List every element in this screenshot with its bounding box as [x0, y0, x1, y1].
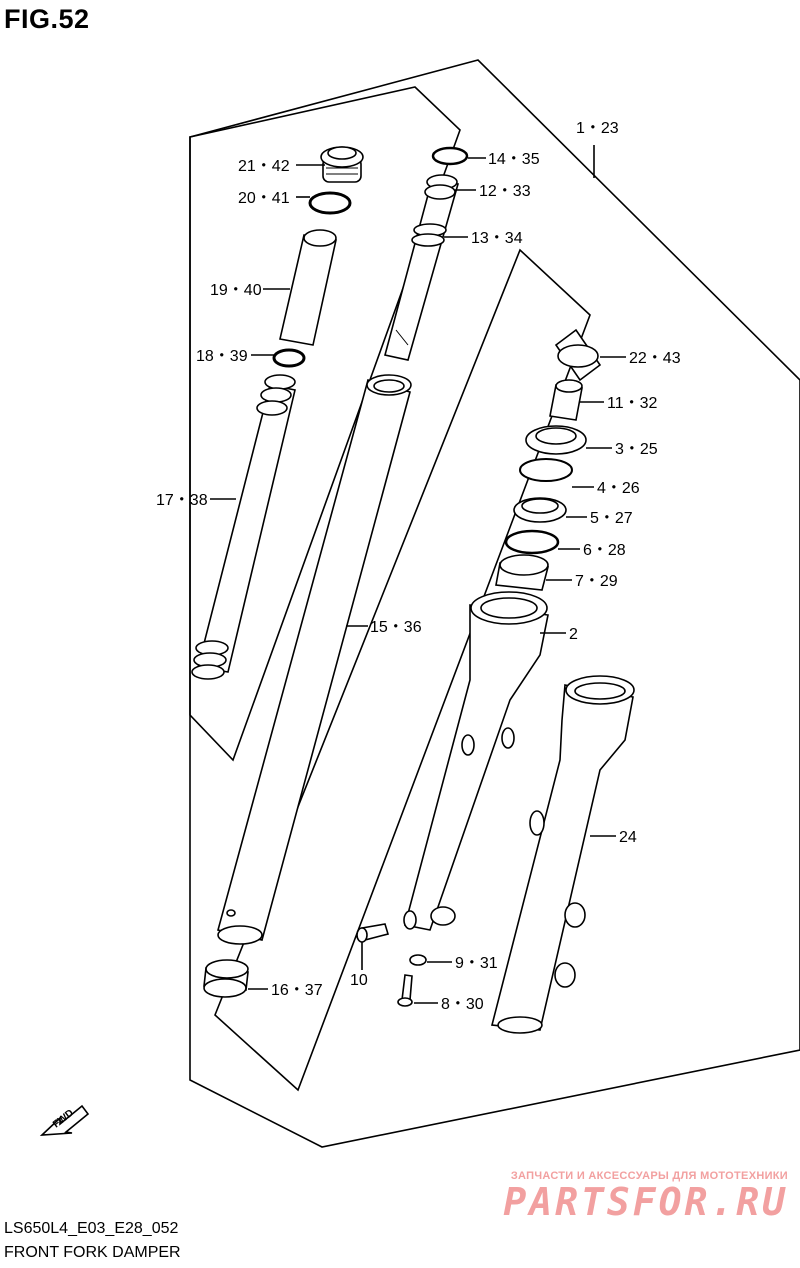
callout-6: 6・28 — [583, 542, 626, 559]
callout-3: 3・25 — [615, 441, 658, 458]
callout-21: 21・42 — [238, 158, 290, 175]
oil-seal-part — [513, 497, 567, 523]
outer-tube-part — [403, 591, 549, 931]
fork-spring-part — [191, 374, 296, 680]
assembly-outline — [189, 59, 800, 1148]
damper-rod-part — [384, 174, 460, 361]
drain-bolt-part — [356, 923, 390, 943]
diagram-name: FRONT FORK DAMPER — [4, 1244, 181, 1261]
callout-19: 19・40 — [210, 282, 262, 299]
gasket-part — [409, 954, 427, 966]
callout-10: 10 — [350, 972, 368, 989]
circlip-part — [519, 458, 573, 482]
callout-15: 15・36 — [370, 619, 422, 636]
callout-4: 4・26 — [597, 480, 640, 497]
callout-1: 1・23 — [576, 120, 619, 137]
callout-16: 16・37 — [271, 982, 323, 999]
watermark-tagline: ЗАПЧАСТИ И АКСЕССУАРЫ ДЛЯ МОТОТЕХНИКИ — [510, 1170, 788, 1182]
callout-20: 20・41 — [238, 190, 290, 207]
callout-7: 7・29 — [575, 573, 618, 590]
washer-part — [272, 348, 306, 368]
figure-title: FIG.52 — [4, 4, 90, 34]
callout-17: 17・38 — [156, 492, 208, 509]
piston-ring-part — [431, 146, 469, 166]
upper-spacer-part — [549, 379, 583, 421]
dust-seal-part — [525, 425, 587, 455]
guide-bushing-part — [203, 959, 249, 998]
callout-2: 2 — [569, 626, 578, 643]
watermark-logo: PARTSFOR.RU — [503, 1180, 788, 1224]
callout-18: 18・39 — [196, 348, 248, 365]
callout-11: 11・32 — [607, 395, 658, 412]
watermark: ЗАПЧАСТИ И АКСЕССУАРЫ ДЛЯ МОТОТЕХНИКИ PA… — [503, 1170, 788, 1222]
callout-22: 22・43 — [629, 350, 681, 367]
fwd-arrow-icon: FWD — [39, 1104, 90, 1136]
callout-13: 13・34 — [471, 230, 523, 247]
callout-14: 14・35 — [488, 151, 540, 168]
callout-24: 24 — [619, 829, 637, 846]
callout-9: 9・31 — [455, 955, 498, 972]
callout-12: 12・33 — [479, 183, 531, 200]
seal-washer-part — [504, 529, 560, 555]
damper-panel-outline — [189, 86, 461, 762]
callout-5: 5・27 — [590, 510, 633, 527]
spacer-part — [279, 229, 337, 346]
slide-bushing-part — [495, 554, 550, 591]
cap-bolt-part — [320, 146, 364, 183]
o-ring-part — [308, 191, 352, 215]
diagram-code: LS650L4_E03_E28_052 — [4, 1220, 179, 1237]
fork-cover-part — [554, 328, 602, 382]
leader-lines — [210, 145, 626, 1004]
callout-8: 8・30 — [441, 996, 484, 1013]
fork-tube-panel-outline — [214, 248, 591, 1092]
fork-leg-part — [490, 675, 635, 1034]
inner-tube-part — [217, 374, 412, 945]
damper-bolt-part — [397, 974, 413, 1007]
